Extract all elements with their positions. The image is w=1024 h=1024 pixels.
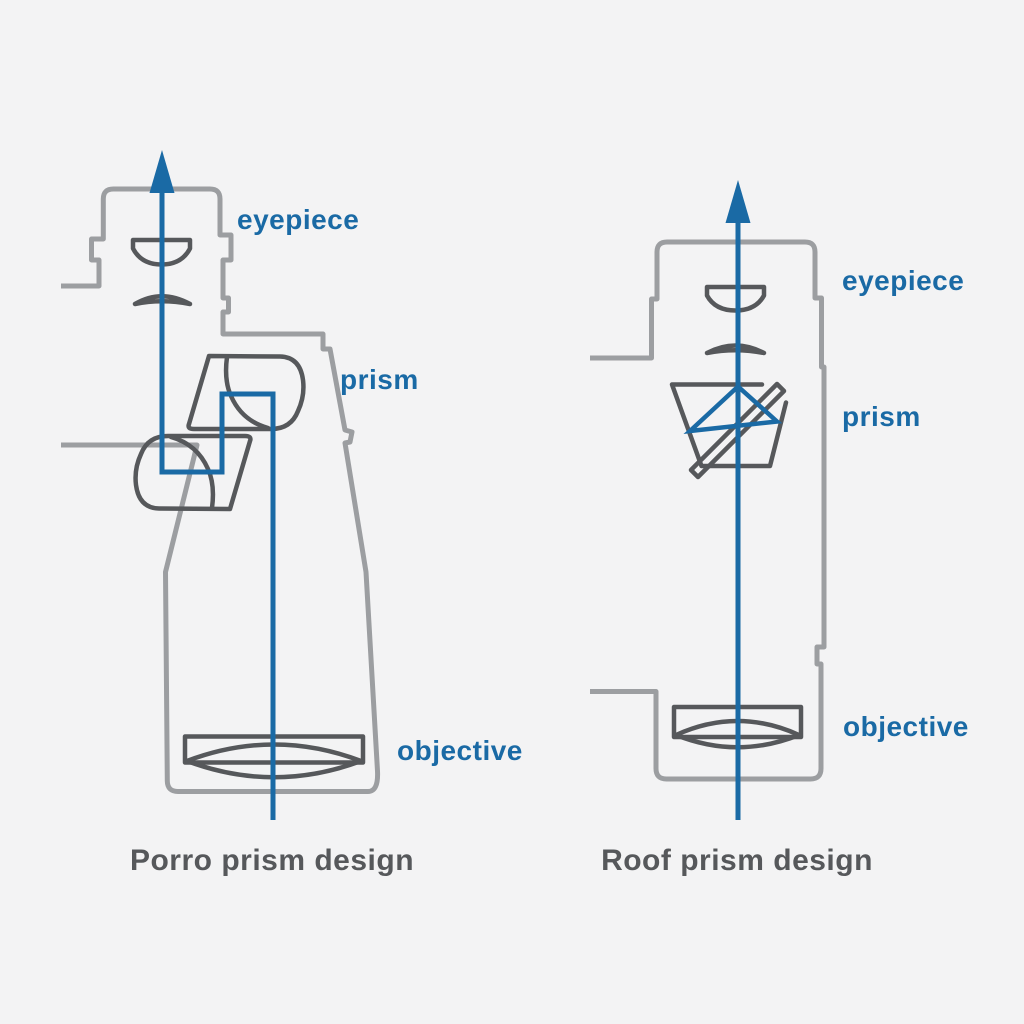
roof-body-outline <box>590 239 827 782</box>
porro-prism-lower-hypotenuse <box>168 434 216 511</box>
roof-prism-body <box>669 382 789 469</box>
roof-caption: Roof prism design <box>601 844 873 877</box>
porro-objective-lens <box>184 742 364 780</box>
porro-figure <box>61 150 381 820</box>
roof-prism-ridge-band <box>688 381 787 480</box>
porro-prism-upper <box>186 353 306 432</box>
porro-objective-label: objective <box>397 735 523 766</box>
roof-eyepiece-lens-lower <box>704 343 767 356</box>
porro-eyepiece-lens-lower <box>132 294 193 307</box>
roof-objective-frame <box>671 704 804 740</box>
roof-light-arrowhead <box>725 180 751 223</box>
porro-body-outline <box>61 186 381 794</box>
porro-light-arrowhead <box>149 150 175 193</box>
porro-eyepiece-label: eyepiece <box>237 204 360 235</box>
roof-figure <box>590 180 827 820</box>
roof-eyepiece-label: eyepiece <box>842 265 965 296</box>
porro-caption: Porro prism design <box>129 844 415 877</box>
porro-objective-frame <box>182 734 366 765</box>
roof-prism-label: prism <box>842 401 921 432</box>
porro-prism-label: prism <box>340 364 419 395</box>
roof-objective-label: objective <box>843 711 969 742</box>
roof-light-reflections <box>683 383 783 434</box>
porro-light-path <box>159 190 276 820</box>
porro-prism-lower <box>133 433 253 512</box>
roof-objective-lens <box>673 718 802 750</box>
